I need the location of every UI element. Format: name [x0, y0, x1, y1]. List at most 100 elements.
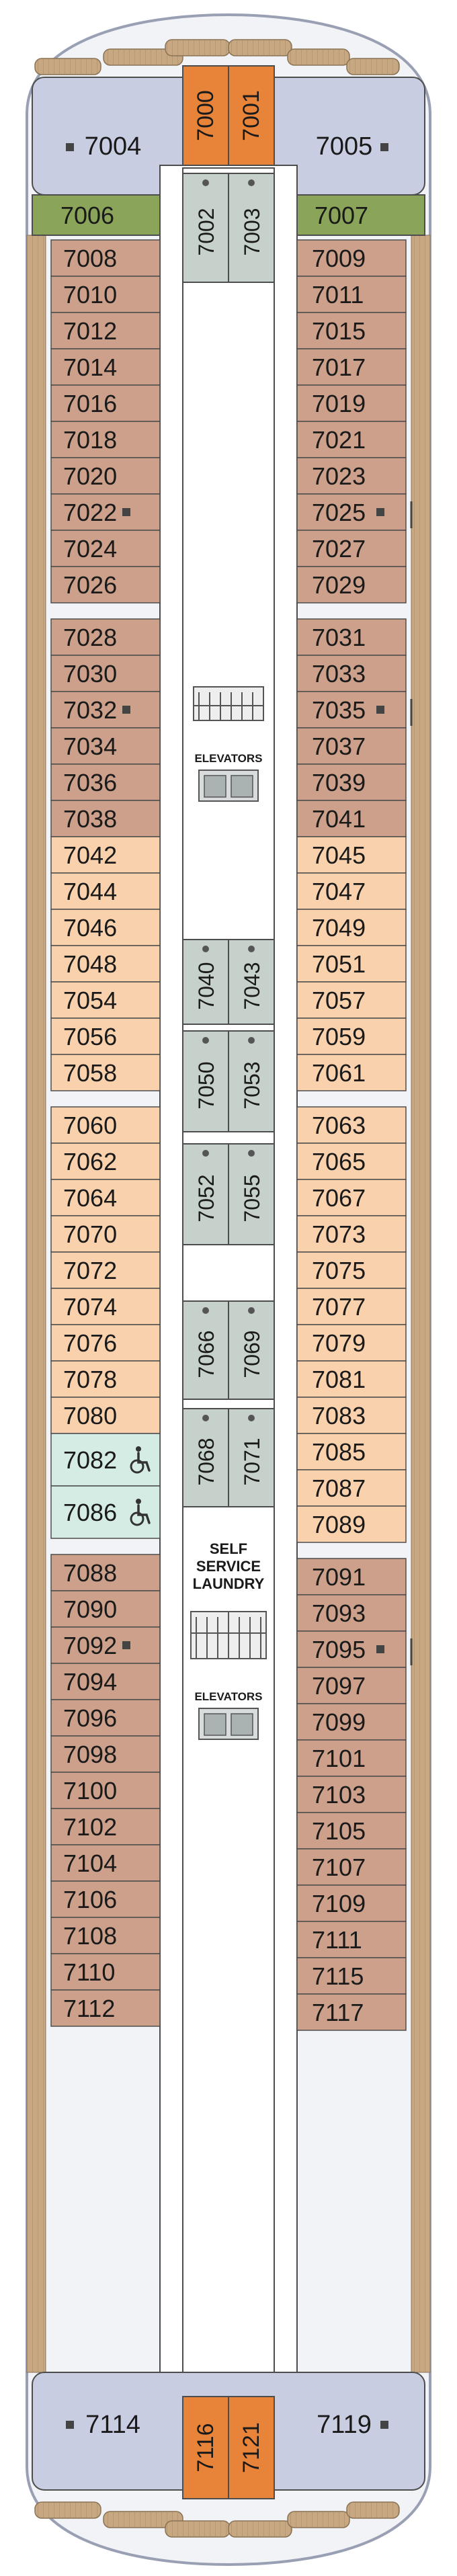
cabin-7079[interactable]: 7079 — [296, 1324, 407, 1362]
cabin-7017[interactable]: 7017 — [296, 348, 407, 386]
cabin-7004[interactable]: 7004 — [66, 132, 141, 161]
cabin-7070[interactable]: 7070 — [50, 1215, 161, 1253]
cabin-7041[interactable]: 7041 — [296, 800, 407, 837]
cabin-7097[interactable]: 7097 — [296, 1667, 407, 1704]
cabin-7076[interactable]: 7076 — [50, 1324, 161, 1362]
cabin-7098[interactable]: 7098 — [50, 1735, 161, 1773]
cabin-7068[interactable]: 7068 — [182, 1408, 229, 1507]
cabin-7057[interactable]: 7057 — [296, 981, 407, 1019]
cabin-7059[interactable]: 7059 — [296, 1017, 407, 1055]
cabin-7045[interactable]: 7045 — [296, 836, 407, 874]
cabin-7055[interactable]: 7055 — [228, 1143, 275, 1245]
cabin-7115[interactable]: 7115 — [296, 1957, 407, 1995]
cabin-7008[interactable]: 7008 — [50, 239, 161, 277]
cabin-7028[interactable]: 7028 — [50, 618, 161, 656]
cabin-7095[interactable]: 7095 — [296, 1630, 413, 1668]
cabin-7088[interactable]: 7088 — [50, 1554, 161, 1591]
cabin-7089[interactable]: 7089 — [296, 1505, 407, 1543]
cabin-7022[interactable]: 7022 — [50, 493, 161, 531]
cabin-7108[interactable]: 7108 — [50, 1917, 161, 1954]
cabin-7083[interactable]: 7083 — [296, 1397, 407, 1434]
cabin-7085[interactable]: 7085 — [296, 1433, 407, 1470]
cabin-7003[interactable]: 7003 — [228, 173, 275, 283]
cabin-7034[interactable]: 7034 — [50, 727, 161, 765]
cabin-7029[interactable]: 7029 — [296, 566, 407, 604]
cabin-7052[interactable]: 7052 — [182, 1143, 229, 1245]
cabin-7094[interactable]: 7094 — [50, 1663, 161, 1700]
cabin-7114[interactable]: 7114 — [66, 2411, 140, 2439]
cabin-7048[interactable]: 7048 — [50, 945, 161, 983]
cabin-7047[interactable]: 7047 — [296, 872, 407, 910]
cabin-7011[interactable]: 7011 — [296, 276, 407, 313]
cabin-7101[interactable]: 7101 — [296, 1739, 407, 1777]
cabin-7075[interactable]: 7075 — [296, 1251, 407, 1289]
cabin-7016[interactable]: 7016 — [50, 384, 161, 422]
cabin-7064[interactable]: 7064 — [50, 1179, 161, 1216]
cabin-7067[interactable]: 7067 — [296, 1179, 407, 1216]
cabin-7077[interactable]: 7077 — [296, 1288, 407, 1325]
cabin-7023[interactable]: 7023 — [296, 457, 407, 495]
cabin-7105[interactable]: 7105 — [296, 1812, 407, 1850]
cabin-7007[interactable]: 7007 — [296, 194, 425, 236]
cabin-7014[interactable]: 7014 — [50, 348, 161, 386]
cabin-7050[interactable]: 7050 — [182, 1030, 229, 1132]
cabin-7049[interactable]: 7049 — [296, 909, 407, 946]
cabin-7032[interactable]: 7032 — [50, 691, 161, 729]
cabin-7024[interactable]: 7024 — [50, 530, 161, 567]
cabin-7044[interactable]: 7044 — [50, 872, 161, 910]
cabin-7042[interactable]: 7042 — [50, 836, 161, 874]
cabin-7019[interactable]: 7019 — [296, 384, 407, 422]
cabin-7096[interactable]: 7096 — [50, 1699, 161, 1737]
cabin-7086[interactable]: 7086 — [50, 1485, 161, 1539]
cabin-7054[interactable]: 7054 — [50, 981, 161, 1019]
cabin-7119[interactable]: 7119 — [317, 2411, 388, 2439]
cabin-7112[interactable]: 7112 — [50, 1989, 161, 2027]
cabin-7102[interactable]: 7102 — [50, 1808, 161, 1845]
cabin-7069[interactable]: 7069 — [228, 1300, 275, 1400]
cabin-7072[interactable]: 7072 — [50, 1251, 161, 1289]
cabin-7121[interactable]: 7121 — [228, 2396, 275, 2499]
cabin-7001[interactable]: 7001 — [228, 65, 275, 166]
cabin-7107[interactable]: 7107 — [296, 1848, 407, 1886]
cabin-7116[interactable]: 7116 — [182, 2396, 229, 2499]
cabin-7035[interactable]: 7035 — [296, 691, 413, 729]
cabin-7056[interactable]: 7056 — [50, 1017, 161, 1055]
cabin-7082[interactable]: 7082 — [50, 1433, 161, 1487]
cabin-7000[interactable]: 7000 — [182, 65, 229, 166]
cabin-7040[interactable]: 7040 — [182, 939, 229, 1025]
cabin-7039[interactable]: 7039 — [296, 763, 407, 801]
cabin-7066[interactable]: 7066 — [182, 1300, 229, 1400]
cabin-7030[interactable]: 7030 — [50, 655, 161, 692]
cabin-7078[interactable]: 7078 — [50, 1360, 161, 1398]
cabin-7021[interactable]: 7021 — [296, 421, 407, 458]
cabin-7009[interactable]: 7009 — [296, 239, 407, 277]
cabin-7091[interactable]: 7091 — [296, 1558, 407, 1595]
cabin-7036[interactable]: 7036 — [50, 763, 161, 801]
cabin-7018[interactable]: 7018 — [50, 421, 161, 458]
cabin-7103[interactable]: 7103 — [296, 1776, 407, 1813]
cabin-7005[interactable]: 7005 — [316, 132, 388, 161]
cabin-7062[interactable]: 7062 — [50, 1142, 161, 1180]
cabin-7100[interactable]: 7100 — [50, 1772, 161, 1809]
cabin-7061[interactable]: 7061 — [296, 1054, 407, 1091]
cabin-7117[interactable]: 7117 — [296, 1993, 407, 2031]
cabin-7043[interactable]: 7043 — [228, 939, 275, 1025]
cabin-7090[interactable]: 7090 — [50, 1590, 161, 1628]
cabin-7038[interactable]: 7038 — [50, 800, 161, 837]
cabin-7104[interactable]: 7104 — [50, 1844, 161, 1882]
cabin-7106[interactable]: 7106 — [50, 1880, 161, 1918]
cabin-7081[interactable]: 7081 — [296, 1360, 407, 1398]
cabin-7002[interactable]: 7002 — [182, 173, 229, 283]
cabin-7015[interactable]: 7015 — [296, 312, 407, 349]
cabin-7065[interactable]: 7065 — [296, 1142, 407, 1180]
cabin-7058[interactable]: 7058 — [50, 1054, 161, 1091]
cabin-7051[interactable]: 7051 — [296, 945, 407, 983]
cabin-7026[interactable]: 7026 — [50, 566, 161, 604]
cabin-7073[interactable]: 7073 — [296, 1215, 407, 1253]
cabin-7092[interactable]: 7092 — [50, 1626, 161, 1664]
cabin-7027[interactable]: 7027 — [296, 530, 407, 567]
cabin-7025[interactable]: 7025 — [296, 493, 413, 531]
cabin-7074[interactable]: 7074 — [50, 1288, 161, 1325]
cabin-7031[interactable]: 7031 — [296, 618, 407, 656]
cabin-7033[interactable]: 7033 — [296, 655, 407, 692]
